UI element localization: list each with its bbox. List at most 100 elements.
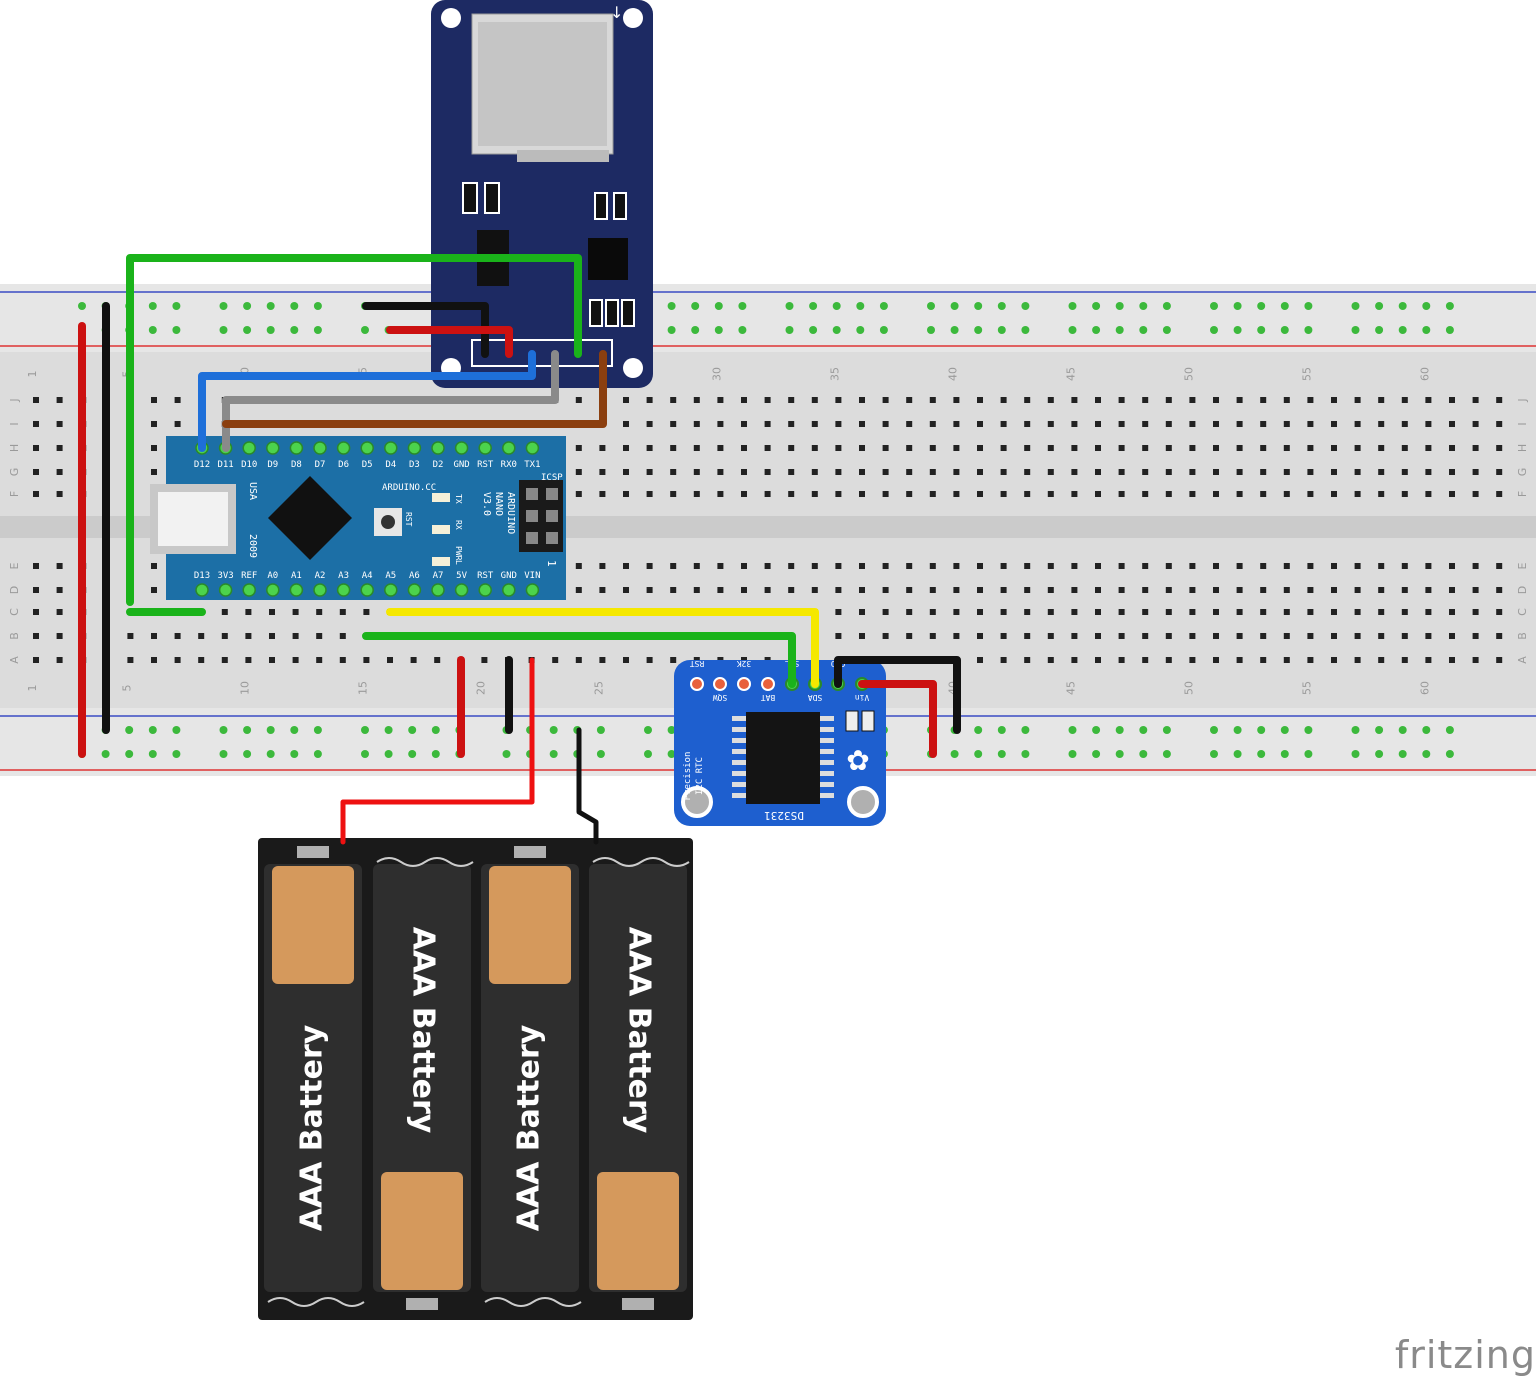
chip-leg <box>732 793 746 798</box>
breadboard-hole <box>575 445 582 451</box>
breadboard-hole <box>1024 445 1031 451</box>
rail-hole <box>243 750 252 758</box>
battery-terminal <box>272 866 354 984</box>
rail-hole <box>408 726 417 734</box>
rail-hole <box>1021 302 1030 310</box>
breadboard-hole <box>1000 445 1007 451</box>
breadboard-hole <box>1449 491 1455 497</box>
breadboard-hole <box>151 421 157 427</box>
battery-contact <box>514 846 546 858</box>
breadboard-hole <box>1260 587 1267 593</box>
breadboard-hole <box>1047 587 1054 593</box>
nano-pin <box>478 441 492 455</box>
breadboard-hole <box>1142 657 1149 663</box>
breadboard-hole <box>1378 657 1385 663</box>
breadboard-hole <box>1331 563 1337 569</box>
black-battery-lead <box>576 727 599 845</box>
rail-hole <box>1139 750 1148 758</box>
chip-leg <box>732 771 746 776</box>
breadboard-hole <box>929 609 936 615</box>
nano-pin-label: D8 <box>291 460 302 470</box>
rail-hole <box>1280 726 1289 734</box>
breadboard-hole <box>1307 469 1314 475</box>
breadboard-hole <box>859 563 865 569</box>
column-number: 35 <box>828 367 841 381</box>
battery-terminal <box>597 1172 679 1290</box>
breadboard-hole <box>1236 633 1243 639</box>
rail-hole <box>1233 750 1242 758</box>
breadboard-hole <box>1260 609 1267 615</box>
breadboard-hole <box>316 633 323 639</box>
breadboard-hole <box>1165 657 1172 663</box>
breadboard-hole <box>1213 587 1219 593</box>
battery-spring <box>376 857 474 867</box>
breadboard-hole <box>1472 491 1479 497</box>
rail-hole <box>1210 302 1218 310</box>
rail-hole <box>408 750 417 758</box>
breadboard-hole <box>1449 469 1455 475</box>
rail-hole <box>927 326 935 334</box>
breadboard-hole <box>1472 469 1479 475</box>
breadboard-hole <box>670 587 677 593</box>
breadboard-hole <box>1236 609 1243 615</box>
rail-hole <box>596 726 605 734</box>
breadboard-hole <box>33 397 39 403</box>
breadboard-hole <box>929 469 936 475</box>
row-letter: H <box>1516 444 1529 452</box>
breadboard-hole <box>1354 657 1361 663</box>
breadboard-hole <box>1472 421 1479 427</box>
breadboard-hole <box>811 587 818 593</box>
breadboard-hole <box>1047 633 1054 639</box>
breadboard-hole <box>1378 397 1385 403</box>
black-wire-rtc <box>834 656 961 734</box>
breadboard-hole <box>977 657 983 663</box>
rail-hole <box>1210 326 1218 334</box>
breadboard-hole <box>1283 587 1290 593</box>
breadboard-hole <box>1260 397 1267 403</box>
rail-hole <box>266 750 275 758</box>
breadboard-hole <box>575 469 582 475</box>
breadboard-hole <box>788 469 795 475</box>
rail-hole <box>856 326 865 334</box>
breadboard-hole <box>1118 587 1125 593</box>
breadboard-hole <box>1142 587 1149 593</box>
breadboard-hole <box>33 633 39 639</box>
breadboard-hole <box>929 491 936 497</box>
rail-hole <box>691 302 700 310</box>
breadboard-hole <box>929 421 936 427</box>
breadboard-hole <box>670 563 677 569</box>
breadboard-hole <box>1000 609 1007 615</box>
breadboard-hole <box>1118 421 1125 427</box>
rail-hole <box>832 326 841 334</box>
breadboard-hole <box>1378 587 1385 593</box>
breadboard-hole <box>788 587 795 593</box>
rail-hole <box>714 326 723 334</box>
ds3231-chip <box>746 712 820 804</box>
rail-hole <box>313 326 322 334</box>
breadboard-hole <box>1142 633 1149 639</box>
breadboard-hole <box>1095 445 1101 451</box>
breadboard-hole <box>717 491 724 497</box>
rail-hole <box>219 750 228 758</box>
breadboard-hole <box>811 397 818 403</box>
column-number: 5 <box>120 685 133 692</box>
rail-hole <box>172 302 181 310</box>
breadboard-hole <box>1307 491 1314 497</box>
breadboard-hole <box>1236 587 1243 593</box>
breadboard-hole <box>221 609 228 615</box>
breadboard-hole <box>56 609 63 615</box>
rail-hole <box>1304 726 1313 734</box>
breadboard-hole <box>1401 469 1408 475</box>
breadboard-hole <box>552 657 559 663</box>
breadboard-hole <box>292 609 299 615</box>
breadboard-hole <box>859 397 865 403</box>
rail-hole <box>266 326 275 334</box>
rail-hole <box>125 750 134 758</box>
breadboard-hole <box>1118 657 1125 663</box>
breadboard-hole <box>1331 657 1337 663</box>
wires <box>78 254 961 845</box>
rail-hole <box>1351 302 1360 310</box>
rail-hole <box>502 750 511 758</box>
nano-pin <box>336 441 351 455</box>
breadboard-hole <box>1425 421 1432 427</box>
